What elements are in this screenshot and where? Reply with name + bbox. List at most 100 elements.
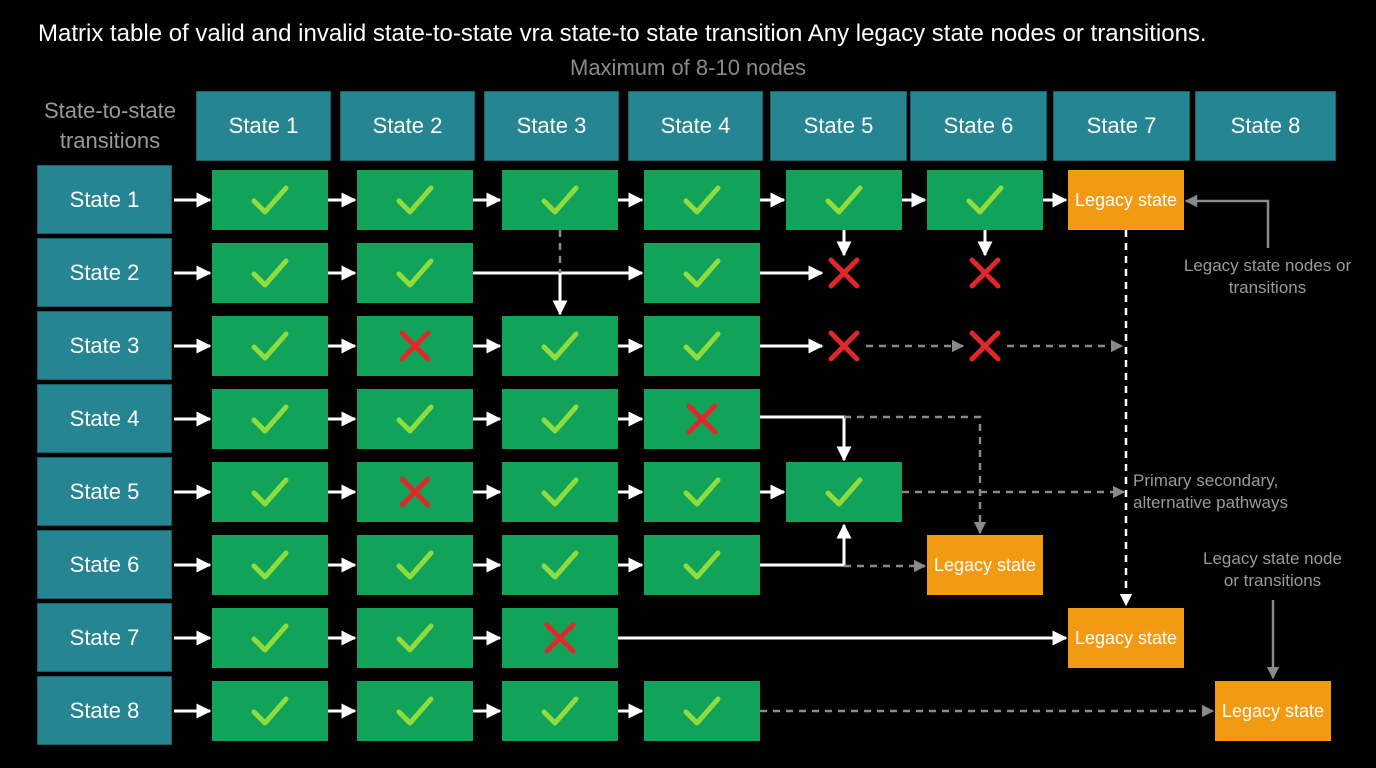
matrix-cell-r8-c1 — [212, 681, 328, 741]
matrix-cell-r4-c1 — [212, 389, 328, 449]
row-header-7: State 7 — [37, 603, 172, 672]
check-icon — [540, 402, 580, 436]
check-icon — [824, 183, 864, 217]
matrix-cell-r1-c6 — [927, 170, 1043, 230]
check-icon — [682, 183, 722, 217]
dashed-pathway — [844, 415, 987, 535]
check-icon — [824, 475, 864, 509]
check-icon — [250, 475, 290, 509]
row-header-4: State 4 — [37, 384, 172, 453]
check-icon — [682, 329, 722, 363]
row-header-1: State 1 — [37, 165, 172, 234]
matrix-cell-r5-c2 — [357, 462, 473, 522]
cross-icon — [543, 621, 577, 655]
matrix-cell-r8-c3 — [502, 681, 618, 741]
matrix-cell-r3-c3 — [502, 316, 618, 376]
column-header-8: State 8 — [1195, 91, 1336, 161]
check-icon — [250, 256, 290, 290]
column-header-4: State 4 — [628, 91, 763, 161]
matrix-cell-r4-c2 — [357, 389, 473, 449]
column-header-2: State 2 — [340, 91, 475, 161]
diagram-title: Matrix table of valid and invalid state-… — [38, 20, 1207, 47]
matrix-cell-r3-c4 — [644, 316, 760, 376]
matrix-cell-r4-c4 — [644, 389, 760, 449]
check-icon — [250, 402, 290, 436]
cross-icon — [685, 402, 719, 436]
check-icon — [250, 694, 290, 728]
check-icon — [540, 694, 580, 728]
check-icon — [250, 183, 290, 217]
cross-icon — [968, 256, 1002, 290]
matrix-cell-r6-c1 — [212, 535, 328, 595]
row-header-2: State 2 — [37, 238, 172, 307]
matrix-cell-r7-c1 — [212, 608, 328, 668]
legacy-state-node: Legacy state — [1068, 170, 1184, 230]
matrix-cell-r2-c1 — [212, 243, 328, 303]
cross-icon — [827, 256, 861, 290]
transition-arrow — [760, 523, 852, 567]
matrix-cell-r2-c2 — [357, 243, 473, 303]
check-icon — [250, 621, 290, 655]
matrix-cell-r1-c4 — [644, 170, 760, 230]
matrix-cell-r2-c4 — [644, 243, 760, 303]
matrix-cell-r6-c4 — [644, 535, 760, 595]
matrix-cell-r5-c3 — [502, 462, 618, 522]
cross-icon — [398, 475, 432, 509]
matrix-cell-r5-c4 — [644, 462, 760, 522]
matrix-cell-r5-c5 — [786, 462, 902, 522]
legacy-nodes-note: Legacy state nodes or transitions — [1183, 256, 1352, 297]
matrix-cell-r6-c3 — [502, 535, 618, 595]
row-header-5: State 5 — [37, 457, 172, 526]
corner-label: State-to-state transitions — [43, 98, 177, 153]
legacy-state-node: Legacy state — [927, 535, 1043, 595]
column-header-7: State 7 — [1053, 91, 1190, 161]
column-header-3: State 3 — [484, 91, 619, 161]
check-icon — [682, 548, 722, 582]
matrix-cell-r7-c2 — [357, 608, 473, 668]
check-icon — [395, 548, 435, 582]
check-icon — [965, 183, 1005, 217]
transition-arrow — [760, 415, 852, 462]
check-icon — [250, 548, 290, 582]
legacy-node-note: Legacy state node or transitions — [1203, 549, 1342, 590]
legacy-state-node: Legacy state — [1215, 681, 1331, 741]
matrix-cell-r3-c2 — [357, 316, 473, 376]
cross-icon — [398, 329, 432, 363]
row-header-8: State 8 — [37, 676, 172, 745]
check-icon — [682, 694, 722, 728]
row-header-3: State 3 — [37, 311, 172, 380]
matrix-cell-r1-c2 — [357, 170, 473, 230]
matrix-cell-r5-c1 — [212, 462, 328, 522]
cross-icon — [827, 329, 861, 363]
matrix-cell-r4-c3 — [502, 389, 618, 449]
check-icon — [395, 183, 435, 217]
matrix-cell-r8-c4 — [644, 681, 760, 741]
matrix-cell-r3-c1 — [212, 316, 328, 376]
row-header-6: State 6 — [37, 530, 172, 599]
legacy-pointer-arrow — [1184, 194, 1270, 248]
matrix-cell-r7-c3 — [502, 608, 618, 668]
cross-icon — [968, 329, 1002, 363]
matrix-cell-r1-c1 — [212, 170, 328, 230]
column-header-6: State 6 — [910, 91, 1047, 161]
matrix-cell-r8-c2 — [357, 681, 473, 741]
check-icon — [540, 329, 580, 363]
check-icon — [250, 329, 290, 363]
legacy-state-node: Legacy state — [1068, 608, 1184, 668]
check-icon — [540, 548, 580, 582]
diagram-subtitle: Maximum of 8-10 nodes — [570, 55, 806, 80]
matrix-cell-r1-c5 — [786, 170, 902, 230]
matrix-cell-r6-c2 — [357, 535, 473, 595]
check-icon — [682, 475, 722, 509]
check-icon — [395, 402, 435, 436]
check-icon — [540, 183, 580, 217]
check-icon — [395, 694, 435, 728]
check-icon — [395, 621, 435, 655]
pathways-note: Primary secondary, alternative pathways — [1133, 471, 1288, 512]
column-header-5: State 5 — [770, 91, 907, 161]
check-icon — [540, 475, 580, 509]
column-header-1: State 1 — [196, 91, 331, 161]
check-icon — [395, 256, 435, 290]
matrix-cell-r1-c3 — [502, 170, 618, 230]
